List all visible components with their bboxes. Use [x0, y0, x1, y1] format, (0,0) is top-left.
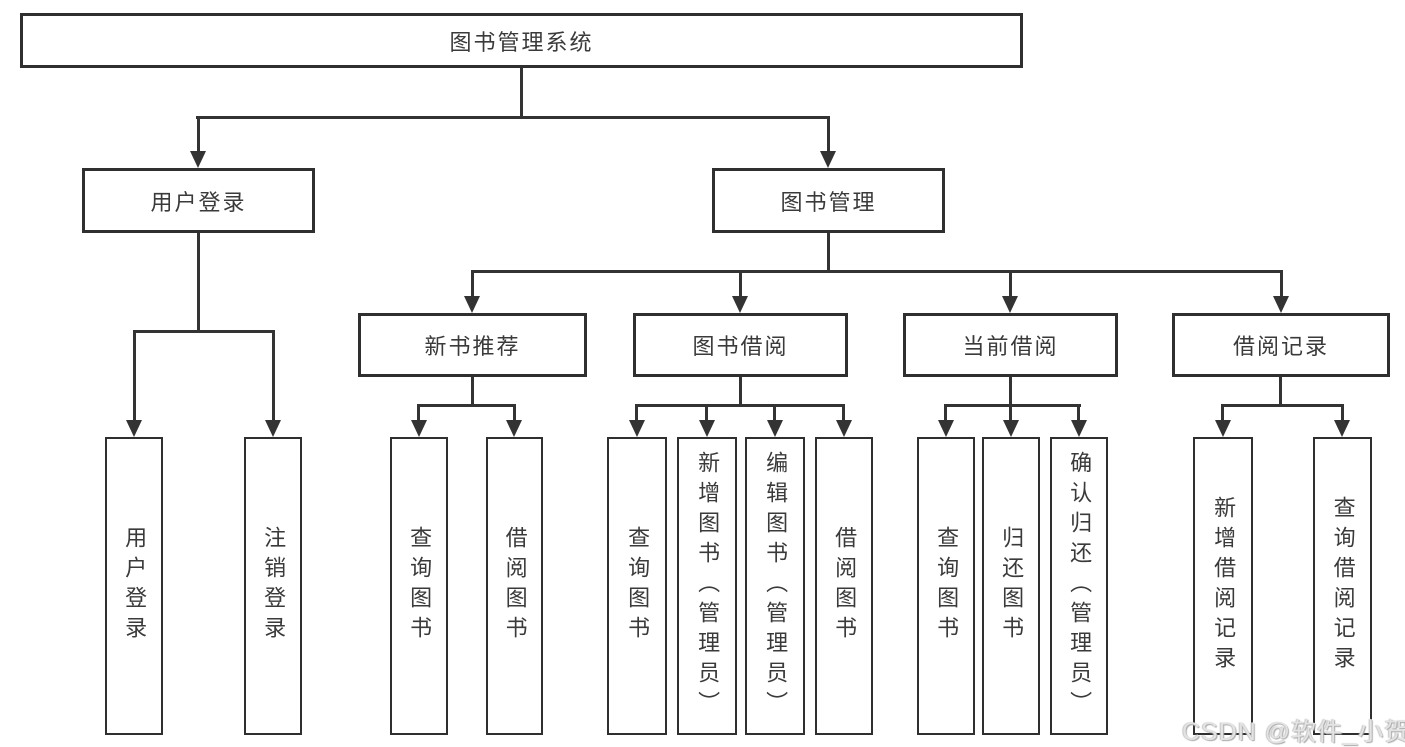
connector-branch: [635, 404, 845, 407]
connector-root-trunk: [520, 68, 523, 118]
connector-trunk: [1279, 377, 1282, 407]
connector-stem: [705, 404, 708, 422]
node-book-borrow: 图书借阅: [633, 313, 848, 377]
arrowhead-down: [629, 420, 645, 437]
leaf-user-login: 用户登录: [105, 437, 163, 735]
connector-trunk: [471, 377, 474, 407]
leaf-nb-borrow-book: 借阅图书: [486, 437, 543, 735]
node-book-management: 图书管理: [712, 168, 945, 233]
node-current-borrow: 当前借阅: [903, 313, 1118, 377]
leaf-bb-borrow-book: 借阅图书: [815, 437, 873, 735]
arrowhead-down: [464, 296, 480, 313]
arrowhead-down: [820, 151, 836, 168]
leaf-label: 新增图书（管理员）: [695, 451, 721, 721]
leaf-label: 借阅图书: [832, 526, 858, 646]
arrowhead-down: [411, 420, 427, 437]
connector-book-mgmt-trunk: [827, 233, 830, 272]
node-label: 新书推荐: [424, 334, 521, 359]
connector-stem: [827, 116, 830, 152]
arrowhead-down: [1002, 296, 1018, 313]
connector-trunk: [739, 377, 742, 407]
node-label: 图书管理: [780, 189, 877, 215]
leaf-bb-add-book-admin: 新增图书（管理员）: [677, 437, 737, 735]
leaf-label: 确认归还（管理员）: [1067, 451, 1093, 721]
node-user-login: 用户登录: [82, 168, 315, 233]
connector-stem: [1009, 404, 1012, 422]
leaf-br-add-record: 新增借阅记录: [1193, 437, 1253, 735]
arrowhead-down: [1071, 420, 1087, 437]
connector-root-branch: [196, 116, 830, 119]
connector-stem: [513, 404, 516, 422]
leaf-label: 用户登录: [122, 526, 148, 646]
connector-stem: [944, 404, 947, 422]
connector-stem: [773, 404, 776, 422]
connector-book-mgmt-branch: [471, 270, 1282, 273]
node-label: 用户登录: [150, 189, 247, 215]
leaf-label: 新增借阅记录: [1211, 496, 1237, 676]
arrowhead-down: [836, 420, 852, 437]
connector-stem: [417, 404, 420, 422]
connector-branch: [417, 404, 516, 407]
leaf-label: 查询图书: [934, 526, 960, 646]
connector-stem: [197, 116, 200, 152]
arrowhead-down: [190, 151, 206, 168]
leaf-cb-query-book: 查询图书: [917, 437, 975, 735]
leaf-label: 编辑图书（管理员）: [763, 451, 789, 721]
connector-branch: [1221, 404, 1344, 407]
arrowhead-down: [265, 420, 281, 437]
node-new-book-recommend: 新书推荐: [358, 313, 587, 377]
leaf-bb-query-book: 查询图书: [607, 437, 667, 735]
arrowhead-down: [126, 420, 142, 437]
connector-stem: [1009, 270, 1012, 298]
connector-stem: [1341, 404, 1344, 422]
leaf-cb-confirm-return-admin: 确认归还（管理员）: [1050, 437, 1108, 735]
leaf-label: 查询图书: [625, 526, 651, 646]
connector-stem: [272, 330, 275, 422]
leaf-label: 注销登录: [261, 526, 287, 646]
connector-user-login-trunk: [197, 233, 200, 333]
node-label: 图书借阅: [692, 334, 789, 359]
leaf-bb-edit-book-admin: 编辑图书（管理员）: [745, 437, 805, 735]
arrowhead-down: [767, 420, 783, 437]
leaf-label: 查询借阅记录: [1330, 496, 1356, 676]
arrowhead-down: [1215, 420, 1231, 437]
node-label: 当前借阅: [962, 334, 1059, 359]
connector-stem: [635, 404, 638, 422]
csdn-watermark: CSDN @软件_小贺同学: [1182, 718, 1405, 746]
leaf-logout: 注销登录: [244, 437, 302, 735]
arrowhead-down: [1273, 296, 1289, 313]
node-root-label: 图书管理系统: [449, 29, 594, 55]
leaf-br-query-record: 查询借阅记录: [1313, 437, 1372, 735]
arrowhead-down: [699, 420, 715, 437]
connector-stem: [1221, 404, 1224, 422]
connector-stem: [133, 330, 136, 422]
arrowhead-down: [938, 420, 954, 437]
connector-stem: [739, 270, 742, 298]
node-root: 图书管理系统: [20, 13, 1023, 68]
arrowhead-down: [1003, 420, 1019, 437]
arrowhead-down: [732, 296, 748, 313]
leaf-cb-return-book: 归还图书: [982, 437, 1040, 735]
arrowhead-down: [1334, 420, 1350, 437]
connector-stem: [1280, 270, 1283, 298]
leaf-label: 借阅图书: [502, 526, 528, 646]
node-label: 借阅记录: [1232, 334, 1329, 359]
connector-trunk: [1009, 377, 1012, 407]
connector-user-login-branch: [133, 330, 275, 333]
connector-stem: [1077, 404, 1080, 422]
connector-branch: [944, 404, 1081, 407]
connector-stem: [842, 404, 845, 422]
connector-stem: [471, 270, 474, 298]
leaf-nb-query-book: 查询图书: [390, 437, 448, 735]
leaf-label: 归还图书: [999, 526, 1025, 646]
leaf-label: 查询图书: [407, 526, 433, 646]
node-borrow-record: 借阅记录: [1172, 313, 1390, 377]
arrowhead-down: [506, 420, 522, 437]
